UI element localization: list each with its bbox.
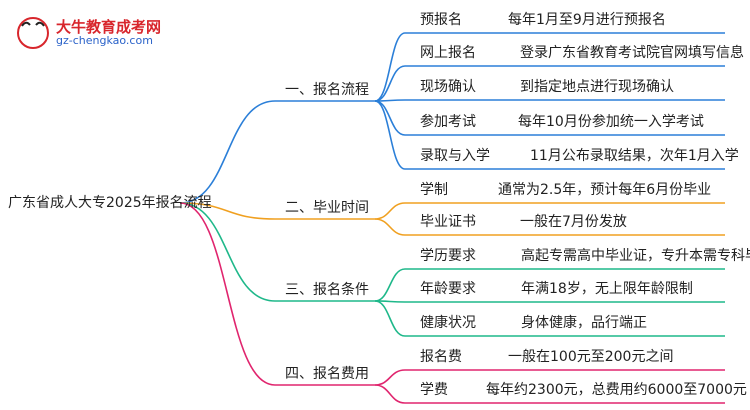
bull-logo-icon xyxy=(17,17,49,49)
item-connector xyxy=(374,202,406,220)
item-connector xyxy=(374,218,406,236)
branch-connector xyxy=(179,202,276,386)
root-topic: 广东省成人大专2025年报名流程 xyxy=(8,195,212,211)
item-name: 参加考试 xyxy=(420,114,476,130)
item-connector xyxy=(374,100,406,136)
item-detail: 每年1月至9月进行预报名 xyxy=(508,12,666,28)
logo-url: gz-chengkao.com xyxy=(56,34,153,47)
item-name: 学制 xyxy=(420,182,448,198)
item-detail: 每年10月份参加统一入学考试 xyxy=(518,114,704,130)
item-name: 年龄要求 xyxy=(420,281,476,297)
branch-label: 四、报名费用 xyxy=(285,366,369,382)
item-connector xyxy=(374,300,406,337)
item-detail: 每年约2300元，总费用约6000至7000元 xyxy=(486,382,747,398)
item-detail: 年满18岁，无上限年龄限制 xyxy=(521,281,693,297)
item-detail: 到指定地点进行现场确认 xyxy=(520,79,674,95)
item-name: 预报名 xyxy=(420,12,462,28)
item-detail: 高起专需高中毕业证，专升本需专科毕业证 xyxy=(521,248,750,264)
item-connector xyxy=(374,369,406,386)
item-name: 学费 xyxy=(420,382,448,398)
item-name: 报名费 xyxy=(420,349,462,365)
item-detail: 一般在7月份发放 xyxy=(520,214,627,230)
item-detail: 登录广东省教育考试院官网填写信息 xyxy=(520,45,744,61)
item-name: 网上报名 xyxy=(420,45,476,61)
branch-label: 一、报名流程 xyxy=(285,82,369,98)
item-detail: 11月公布录取结果，次年1月入学 xyxy=(530,148,739,164)
item-name: 录取与入学 xyxy=(420,148,490,164)
branch-connector xyxy=(179,202,276,220)
item-connector xyxy=(374,268,406,302)
branch-label: 二、毕业时间 xyxy=(285,200,369,216)
item-name: 毕业证书 xyxy=(420,214,476,230)
branch-connector xyxy=(179,202,276,302)
item-detail: 一般在100元至200元之间 xyxy=(508,349,674,365)
site-logo[interactable]: 大牛教育成考网 gz-chengkao.com xyxy=(10,12,170,52)
branch-label: 三、报名条件 xyxy=(285,282,369,298)
item-detail: 通常为2.5年，预计每年6月份毕业 xyxy=(498,182,712,198)
item-name: 现场确认 xyxy=(420,79,476,95)
logo-title: 大牛教育成考网 xyxy=(56,18,162,36)
item-detail: 身体健康，品行端正 xyxy=(521,315,647,331)
item-name: 健康状况 xyxy=(420,315,476,331)
item-connector xyxy=(374,65,406,102)
item-connector xyxy=(374,100,406,170)
branch-connector xyxy=(179,100,276,204)
item-name: 学历要求 xyxy=(420,248,476,264)
item-connector xyxy=(374,384,406,404)
